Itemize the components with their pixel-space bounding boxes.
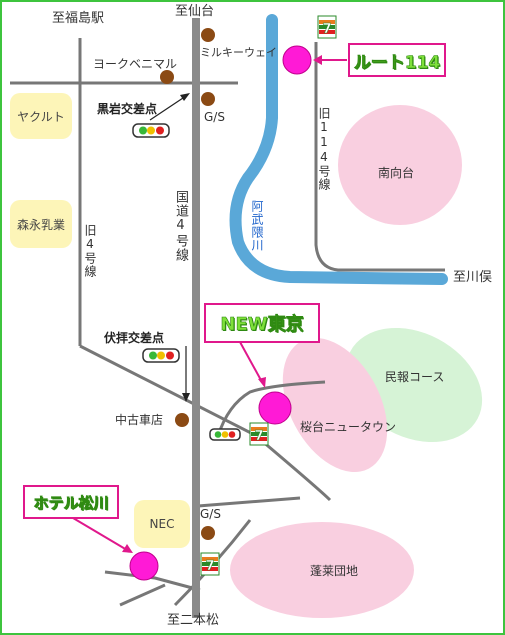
minamimukaidai-label: 南向台 — [378, 166, 415, 180]
hotel-matsukawa-callout-text: ホテル松川 — [33, 493, 109, 512]
old-route4-label: 旧4号線 — [83, 224, 97, 278]
sakuradai-label: 桜台ニュータウン — [300, 420, 397, 434]
milky-way-dot — [201, 28, 215, 42]
direction-kawamata: 至川俣 — [453, 270, 493, 285]
route4-label: 国道4号線 — [173, 190, 188, 262]
new-tokyo-callout-text: NEW東京 — [220, 314, 304, 336]
gs-north-label: G/S — [204, 110, 225, 124]
new-tokyo-marker — [258, 391, 292, 425]
fushiogami-intersection-label: 伏拝交差点 — [104, 331, 165, 345]
direction-nihonmatsu: 至二本松 — [167, 613, 220, 628]
morinaga-block: 森永乳業 — [10, 200, 72, 248]
new-tokyo-pointer — [239, 341, 263, 383]
gs-south-dot — [201, 526, 215, 540]
route114-callout-text: ルート114 — [353, 52, 441, 73]
yakult-block: ヤクルト — [10, 93, 72, 139]
old-route114 — [314, 42, 445, 272]
yakult-label: ヤクルト — [17, 109, 65, 124]
nec-label: NEC — [149, 517, 175, 531]
minamimukaidai-area — [338, 105, 462, 225]
hotel-matsukawa-callout[interactable]: ホテル松川 — [23, 485, 119, 519]
hotel-matsukawa-marker — [129, 551, 159, 581]
direction-fukushima-station: 至福島駅 — [52, 11, 105, 26]
used-car-dot — [175, 413, 189, 427]
yorkbenimaru-dot — [160, 70, 174, 84]
sakuradai-area — [282, 338, 388, 472]
seven-eleven-icon: 7 — [249, 422, 269, 446]
yorkbenimaru-label: ヨークベニマル — [93, 57, 178, 71]
svg-text:7: 7 — [254, 429, 263, 444]
gs-east-road — [197, 496, 301, 508]
traffic-light-icon — [132, 123, 170, 138]
horai-area — [230, 522, 414, 618]
nec-block: NEC — [134, 500, 190, 548]
hotel-road — [104, 570, 201, 592]
new-tokyo-road — [216, 380, 326, 437]
seven-eleven-icon: 7 — [200, 552, 220, 576]
minpo-course-label: 民報コース — [385, 370, 445, 384]
hotel-pointer — [67, 514, 128, 551]
gs-south-label: G/S — [200, 507, 221, 521]
gs-north-dot — [201, 92, 215, 106]
seven-eleven-icon: 7 — [317, 15, 337, 39]
morinaga-label: 森永乳業 — [16, 217, 65, 232]
svg-text:7: 7 — [322, 22, 331, 37]
old-route114-label: 旧114号線 — [317, 107, 331, 191]
river-label: 阿武隈川 — [250, 200, 264, 252]
horai-label: 蓬莱団地 — [310, 564, 359, 578]
route114-marker — [282, 45, 312, 75]
direction-sendai: 至仙台 — [175, 4, 215, 19]
svg-text:7: 7 — [205, 559, 214, 574]
traffic-light-icon — [142, 348, 180, 363]
abukuma-river — [229, 14, 448, 285]
route114-callout[interactable]: ルート114 — [348, 43, 446, 77]
traffic-light-icon — [209, 428, 241, 441]
milky-way-label: ミルキーウェイ — [200, 46, 277, 59]
kuroiwa-pointer — [149, 95, 187, 121]
hotel-road-south — [119, 583, 166, 607]
sakuradai-road — [254, 433, 332, 502]
new-tokyo-callout[interactable]: NEW東京 — [204, 303, 320, 343]
used-car-label: 中古車店 — [115, 413, 164, 427]
kuroiwa-intersection-label: 黒岩交差点 — [97, 102, 158, 116]
